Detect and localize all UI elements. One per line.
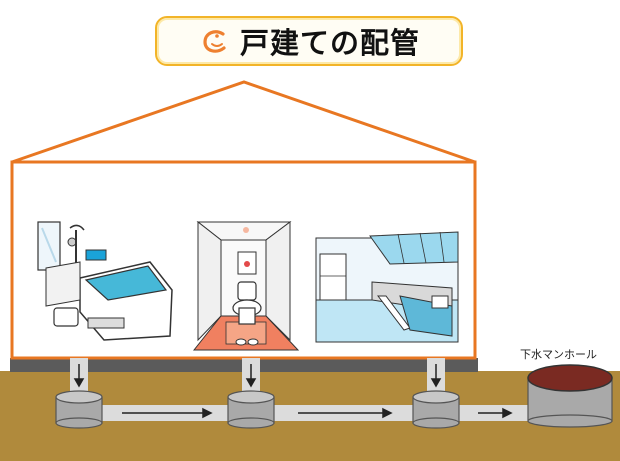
inspection-basin-2: [227, 390, 275, 429]
inspection-basin-1: [55, 390, 103, 429]
inspection-basin-3: [412, 390, 460, 429]
toilet-icon: [192, 220, 300, 351]
kitchen-icon: [315, 231, 459, 343]
sewer-manhole: [527, 364, 613, 428]
drop-arrows: [73, 364, 442, 388]
page-title: 戸建ての配管: [239, 26, 420, 60]
orange-c-logo-icon: [203, 30, 226, 53]
bathtub-icon: [37, 221, 173, 341]
title-banner: 戸建ての配管: [155, 16, 463, 66]
flow-arrows: [122, 407, 513, 419]
house-roof: [11, 80, 476, 164]
manhole-label: 下水マンホール: [520, 348, 597, 361]
